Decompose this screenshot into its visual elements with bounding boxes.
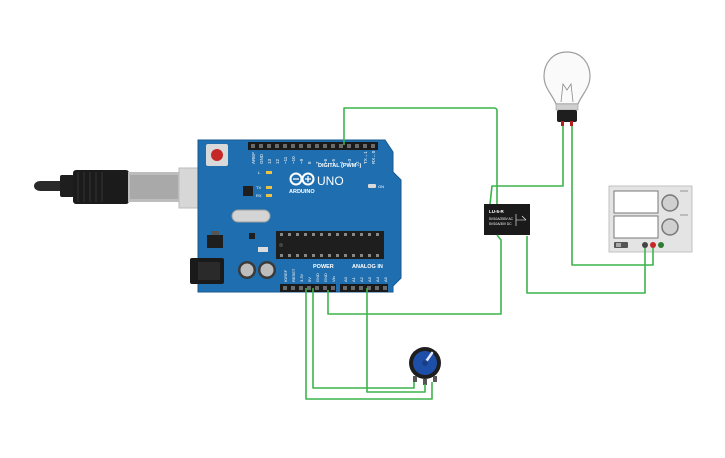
pin-label: Vin	[331, 276, 336, 282]
pin-label: RESET	[291, 268, 296, 282]
pin-label: 2	[355, 161, 360, 164]
wire-relay-to-bulb	[489, 126, 564, 205]
pin-label: ~10	[291, 156, 296, 164]
relay-label-1: LU-5-R	[489, 209, 504, 214]
pin-label: RX←0	[371, 150, 376, 164]
pin-label: ~9	[299, 158, 304, 164]
reset-button[interactable]	[206, 144, 228, 166]
wire-bulb-to-psu	[571, 126, 654, 266]
pin-label: ~6	[323, 158, 328, 164]
pin-label: 12	[275, 158, 280, 164]
on-label: ON	[378, 184, 384, 189]
pin-label: 4	[339, 161, 344, 164]
rx-label: RX	[256, 193, 262, 198]
tx-led	[266, 186, 272, 189]
pin-label: TX→1	[363, 151, 368, 164]
atmega328-chip	[276, 231, 384, 259]
negative-terminal[interactable]	[650, 242, 656, 248]
brand-label: ARDUINO	[289, 189, 315, 195]
analog-header[interactable]	[340, 284, 388, 292]
pin-label: A0	[343, 276, 348, 282]
voltage-knob[interactable]	[661, 194, 679, 212]
digital-label: DIGITAL (PWM~)	[318, 163, 362, 169]
wire-gnd-to-pot	[312, 288, 415, 389]
pin-label: GND	[259, 153, 264, 164]
power-header[interactable]	[280, 284, 336, 292]
wire-a0-to-pot	[366, 288, 426, 393]
pin-label: IOREF	[283, 269, 288, 282]
wires	[305, 107, 654, 400]
wire-relay-to-psu	[526, 236, 646, 294]
pin-label: 8	[307, 161, 312, 164]
ground-terminal[interactable]	[642, 242, 648, 248]
l-led	[266, 171, 272, 174]
pin-label: 13	[267, 158, 272, 164]
crystal	[231, 209, 271, 223]
usb-chip	[243, 186, 253, 196]
wire-pin8-to-relay	[343, 107, 498, 204]
pin-label: A1	[351, 276, 356, 282]
wire-5v-to-pot	[305, 288, 433, 400]
pin-label: AREF	[251, 152, 256, 164]
current-display	[613, 215, 659, 239]
potentiometer-icon[interactable]	[409, 347, 441, 385]
l-label: L	[258, 170, 261, 175]
arduino-logo-icon	[289, 172, 315, 186]
current-knob[interactable]	[661, 218, 679, 236]
relay-module[interactable]: LU-5-R 5V/10A/250V AC 5V/10A/30V DC	[484, 204, 530, 235]
pin-label: A5	[383, 276, 388, 282]
relay-label-2: 5V/10A/250V AC	[489, 217, 514, 221]
pin-label: A2	[359, 276, 364, 282]
power-supply[interactable]	[608, 185, 693, 253]
positive-terminal[interactable]	[658, 242, 664, 248]
voltage-display	[613, 190, 659, 214]
pin-label: 3.3V	[299, 273, 304, 282]
pin-label: GND	[323, 273, 328, 282]
light-bulb-icon[interactable]	[543, 51, 591, 126]
pin-label: 5V	[307, 277, 312, 282]
tx-label: TX	[256, 185, 261, 190]
pin-label: GND	[315, 273, 320, 282]
pin-label: A3	[367, 276, 372, 282]
wire-relay-gnd-to-arduino	[327, 234, 502, 315]
digital-header[interactable]	[248, 142, 378, 150]
on-led	[368, 184, 376, 188]
relay-label-3: 5V/10A/30V DC	[489, 222, 512, 226]
pin-label: ~3	[347, 158, 352, 164]
rx-led	[266, 194, 272, 197]
analog-label: ANALOG IN	[352, 264, 383, 270]
power-label: POWER	[313, 264, 334, 270]
pin-label: 7	[315, 161, 320, 164]
pin-label: ~5	[331, 158, 336, 164]
voltage-regulator	[207, 235, 223, 248]
pin-label: A4	[375, 276, 380, 282]
model-label: UNO	[317, 174, 344, 188]
pin-label: ~11	[283, 156, 288, 164]
